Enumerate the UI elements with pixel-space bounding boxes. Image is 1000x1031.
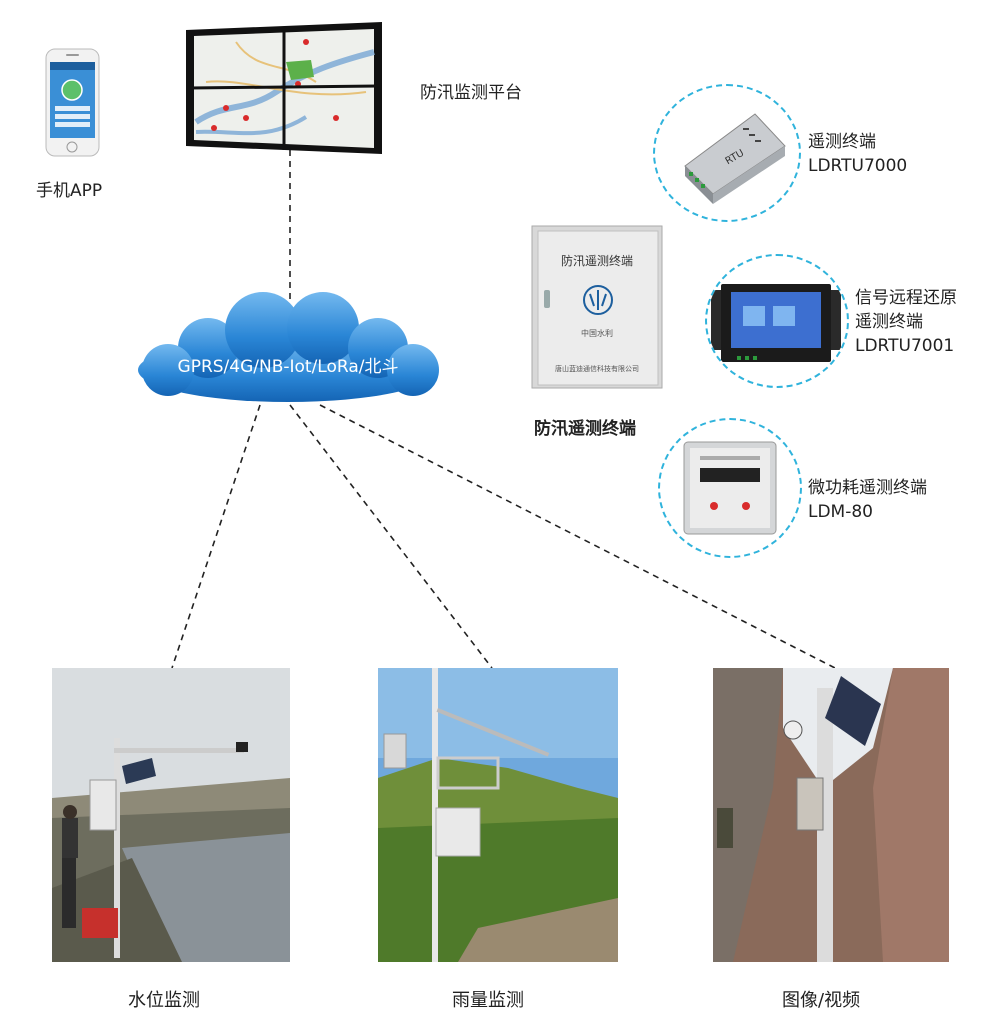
cabinet-panel-brand: 中国水利 bbox=[581, 329, 613, 338]
water-level-label: 水位监测 bbox=[128, 990, 200, 1011]
video-photo bbox=[713, 668, 949, 962]
line-cloud-video bbox=[319, 404, 836, 669]
device-circle-rtu7001 bbox=[705, 254, 849, 388]
line-cloud-rain bbox=[289, 404, 493, 669]
rainfall-label: 雨量监测 bbox=[452, 990, 524, 1011]
device-model: LDRTU7001 bbox=[855, 336, 955, 356]
cloud-label: GPRS/4G/NB-Iot/LoRa/北斗 bbox=[177, 357, 399, 377]
device-name: 信号远程还原 bbox=[855, 288, 957, 308]
network-cloud bbox=[128, 290, 448, 408]
video-label: 图像/视频 bbox=[782, 990, 861, 1011]
phone-app-label: 手机APP bbox=[36, 181, 103, 201]
device-name: 遥测终端 bbox=[808, 132, 876, 152]
line-cloud-water bbox=[171, 404, 261, 669]
device-label-rtu7000: 遥测终端 LDRTU7000 bbox=[808, 130, 907, 178]
cabinet-panel-title: 防汛遥测终端 bbox=[560, 254, 633, 268]
phone-app-icon bbox=[45, 48, 100, 158]
cabinet-panel-maker: 唐山蓝迪通信科技有限公司 bbox=[555, 365, 639, 373]
device-label-rtu7001: 信号远程还原 遥测终端 LDRTU7001 bbox=[855, 286, 957, 358]
water-level-photo bbox=[52, 668, 290, 962]
rainfall-photo bbox=[378, 668, 618, 962]
device-label-ldm80: 微功耗遥测终端 LDM-80 bbox=[808, 476, 927, 524]
device-name: 微功耗遥测终端 bbox=[808, 478, 927, 498]
device-circle-ldm80 bbox=[658, 418, 802, 558]
cabinet-device: 防汛遥测终端 中国水利 唐山蓝迪通信科技有限公司 bbox=[528, 222, 666, 392]
device-circle-rtu7000: RTU bbox=[653, 84, 801, 222]
platform-screen-icon bbox=[186, 22, 382, 154]
device-subname: 遥测终端 bbox=[855, 312, 923, 332]
device-model: LDM-80 bbox=[808, 502, 873, 522]
cabinet-caption: 防汛遥测终端 bbox=[534, 419, 636, 439]
platform-label: 防汛监测平台 bbox=[420, 83, 522, 103]
device-model: LDRTU7000 bbox=[808, 156, 908, 176]
